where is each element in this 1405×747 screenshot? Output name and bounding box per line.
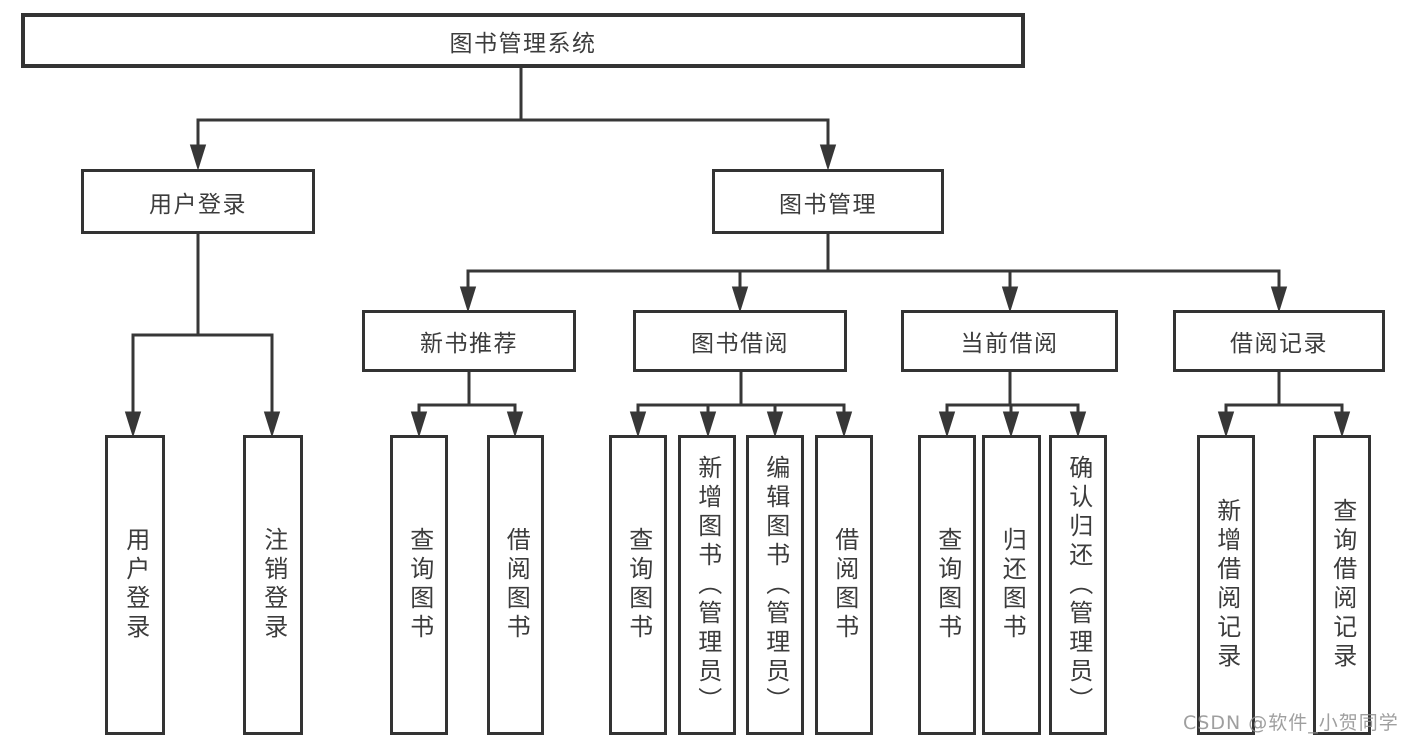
node-new-book-recommend: 新书推荐: [362, 310, 576, 372]
leaf-logout-label: 注销登录: [259, 527, 288, 643]
leaf-borrow-books-recommend: 借阅图书: [487, 435, 544, 735]
leaf-query-books-recommend: 查询图书: [390, 435, 448, 735]
node-new-book-recommend-label: 新书推荐: [420, 331, 518, 357]
leaf-edit-books-admin-label: 编辑图书（管理员）: [761, 454, 790, 716]
connector-book-management-children: [459, 234, 1288, 313]
leaf-borrow-books-recommend-label: 借阅图书: [502, 527, 531, 643]
leaf-return-books: 归还图书: [982, 435, 1041, 735]
leaf-query-books-borrow: 查询图书: [609, 435, 667, 735]
node-book-management: 图书管理: [712, 169, 944, 234]
leaf-add-borrow-record: 新增借阅记录: [1197, 435, 1255, 735]
node-user-login: 用户登录: [81, 169, 315, 234]
node-current-borrow: 当前借阅: [901, 310, 1118, 372]
connector-user-login-children: [124, 234, 281, 438]
leaf-confirm-return-admin-label: 确认归还（管理员）: [1064, 454, 1093, 716]
leaf-query-books-recommend-label: 查询图书: [405, 527, 434, 643]
connector-borrow-records-children: [1217, 372, 1351, 438]
connector-root-to-level2: [189, 68, 837, 171]
leaf-edit-books-admin: 编辑图书（管理员）: [746, 435, 804, 735]
leaf-return-books-label: 归还图书: [998, 527, 1027, 643]
leaf-add-books-admin-label: 新增图书（管理员）: [693, 454, 722, 716]
connector-current-borrow-children: [938, 372, 1087, 438]
watermark: CSDN @软件_小贺同学: [1183, 712, 1399, 734]
node-user-login-label: 用户登录: [149, 191, 247, 218]
leaf-user-login: 用户登录: [105, 435, 165, 735]
leaf-add-books-admin: 新增图书（管理员）: [678, 435, 736, 735]
leaf-query-books-current: 查询图书: [918, 435, 976, 735]
leaf-query-books-current-label: 查询图书: [933, 527, 962, 643]
leaf-user-login-label: 用户登录: [121, 527, 150, 643]
leaf-borrow-books: 借阅图书: [815, 435, 873, 735]
node-root: 图书管理系统: [21, 13, 1025, 68]
connector-new-book-recommend-children: [410, 372, 524, 438]
leaf-query-books-borrow-label: 查询图书: [624, 527, 653, 643]
node-root-label: 图书管理系统: [449, 30, 597, 57]
leaf-confirm-return-admin: 确认归还（管理员）: [1049, 435, 1107, 735]
leaf-logout: 注销登录: [243, 435, 303, 735]
node-book-borrow-label: 图书借阅: [691, 331, 789, 357]
leaf-add-borrow-record-label: 新增借阅记录: [1212, 498, 1241, 672]
node-book-management-label: 图书管理: [779, 191, 877, 218]
connector-book-borrow-children: [629, 372, 853, 438]
leaf-query-borrow-record: 查询借阅记录: [1313, 435, 1371, 735]
leaf-borrow-books-label: 借阅图书: [830, 527, 859, 643]
node-book-borrow: 图书借阅: [633, 310, 847, 372]
node-current-borrow-label: 当前借阅: [960, 331, 1059, 357]
node-borrow-records: 借阅记录: [1173, 310, 1385, 372]
node-borrow-records-label: 借阅记录: [1230, 331, 1328, 357]
leaf-query-borrow-record-label: 查询借阅记录: [1328, 498, 1357, 672]
